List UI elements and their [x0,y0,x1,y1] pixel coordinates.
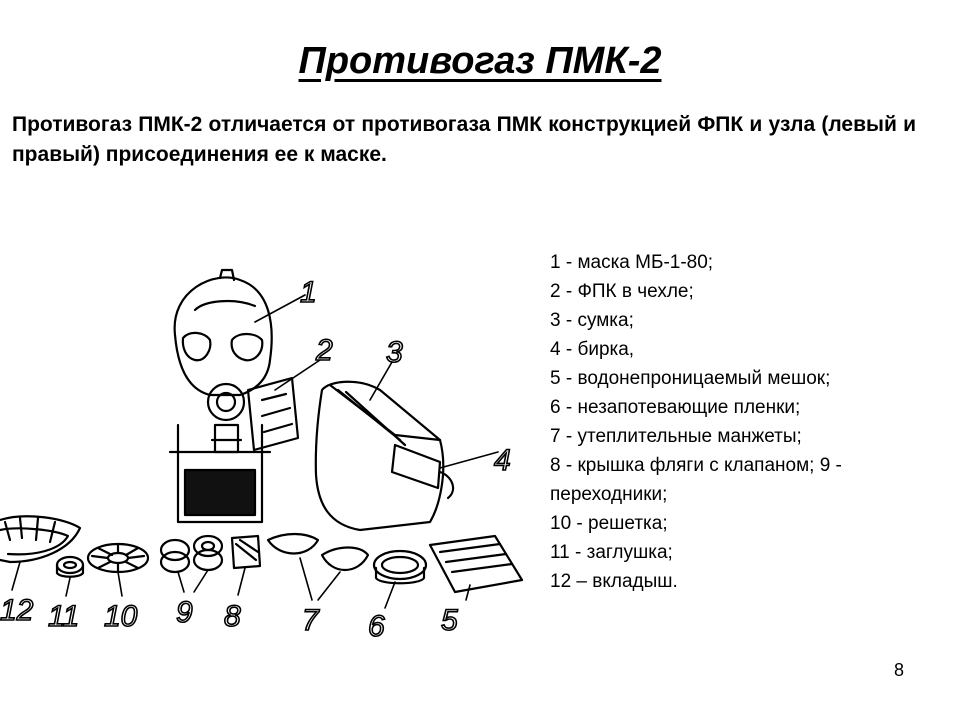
legend-item: 2 - ФПК в чехле; [550,281,694,302]
legend-item: 11 - заглушка; [550,542,673,563]
legend-item: 5 - водонепроницаемый мешок; [550,368,831,389]
callout-2: 2 [315,334,333,367]
callout-6: 6 [368,610,385,640]
legend-item: 1 - маска МБ-1-80; [550,252,714,273]
legend-item: 12 – вкладыш. [550,571,678,592]
page-number: 8 [893,660,904,680]
insert-drawing [0,515,82,564]
anti-fog-films-drawing [372,549,428,585]
legend-item: 10 - решетка; [550,513,668,534]
legend-item: 7 - утеплительные манжеты; [550,426,802,447]
callout-11: 11 [48,600,79,633]
slide-title: Противогаз ПМК-2 [298,40,662,82]
insulating-cuffs-drawing [266,532,370,571]
plug-drawing [55,555,85,578]
component-legend: 1 - маска МБ-1-80; 2 - ФПК в чехле; 3 - … [550,248,940,596]
callout-3: 3 [386,336,403,369]
gas-mask-kit-illustration: 1 2 3 4 5 6 7 8 9 10 11 12 [0,268,524,640]
mask-drawing [173,268,273,454]
callout-10: 10 [104,600,138,633]
legend-item: 4 - бирка, [550,339,635,360]
adapters-drawing [159,534,224,574]
legend-item: 6 - незапотевающие пленки; [550,397,801,418]
lead-paragraph: Противогаз ПМК-2 отличается от противога… [12,113,916,166]
callout-9: 9 [176,596,193,629]
callout-12: 12 [0,594,34,627]
callout-4: 4 [494,444,511,477]
filter-canister-drawing [246,376,300,452]
legend-item: 3 - сумка; [550,310,634,331]
callout-5: 5 [441,604,458,637]
flask-cap-drawing [230,534,262,570]
legend-item: 8 - крышка фляги с клапаном; 9 - переход… [550,455,842,505]
grille-drawing [86,542,150,574]
bag-drawing [314,380,455,532]
waterproof-bag-drawing [428,534,524,594]
callout-7: 7 [302,604,320,637]
callout-8: 8 [224,600,241,633]
callout-leaders [11,294,499,609]
callout-1: 1 [300,276,317,309]
box-drawing [168,423,272,524]
